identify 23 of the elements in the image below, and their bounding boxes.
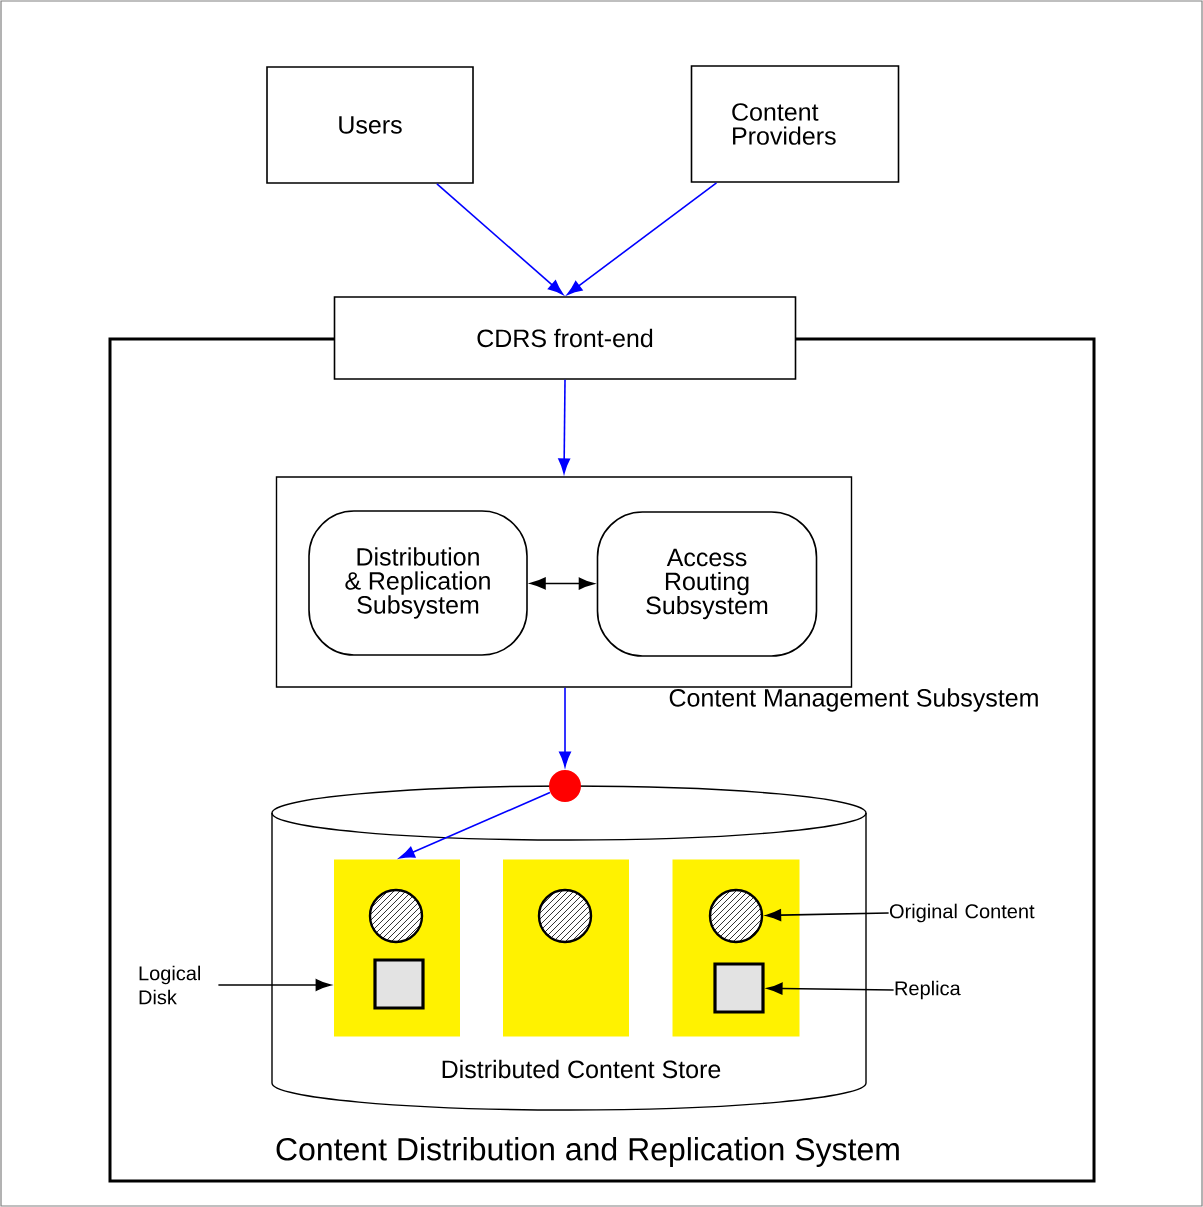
subsystem-box: Access Routing Subsystem <box>596 511 818 657</box>
arrow <box>436 183 564 295</box>
arrow <box>217 979 331 991</box>
replica-square <box>373 958 425 1010</box>
arrow <box>399 791 551 859</box>
arrow <box>566 182 718 295</box>
process-box: Content Providers <box>690 65 900 183</box>
arrow <box>558 379 571 474</box>
node-label: Distributed Content Store <box>442 1059 721 1079</box>
storage-cylinder: Distributed Content Store <box>271 785 867 1111</box>
arrow <box>765 909 890 922</box>
arrow <box>767 982 895 995</box>
callout-text: Logical Disk <box>139 965 201 1005</box>
node-label: Content Management Subsystem <box>669 688 1038 712</box>
process-box: CDRS front-end <box>333 296 797 380</box>
junction-dot <box>549 770 581 802</box>
subsystem-box: Distribution & Replication Subsystem <box>308 510 528 656</box>
arrow <box>530 577 595 590</box>
replica-square <box>713 962 765 1014</box>
arrow <box>559 686 571 767</box>
process-box: Users <box>266 66 474 184</box>
callout-text: Original Content <box>889 903 1035 923</box>
callout-text: Replica <box>895 980 961 1000</box>
